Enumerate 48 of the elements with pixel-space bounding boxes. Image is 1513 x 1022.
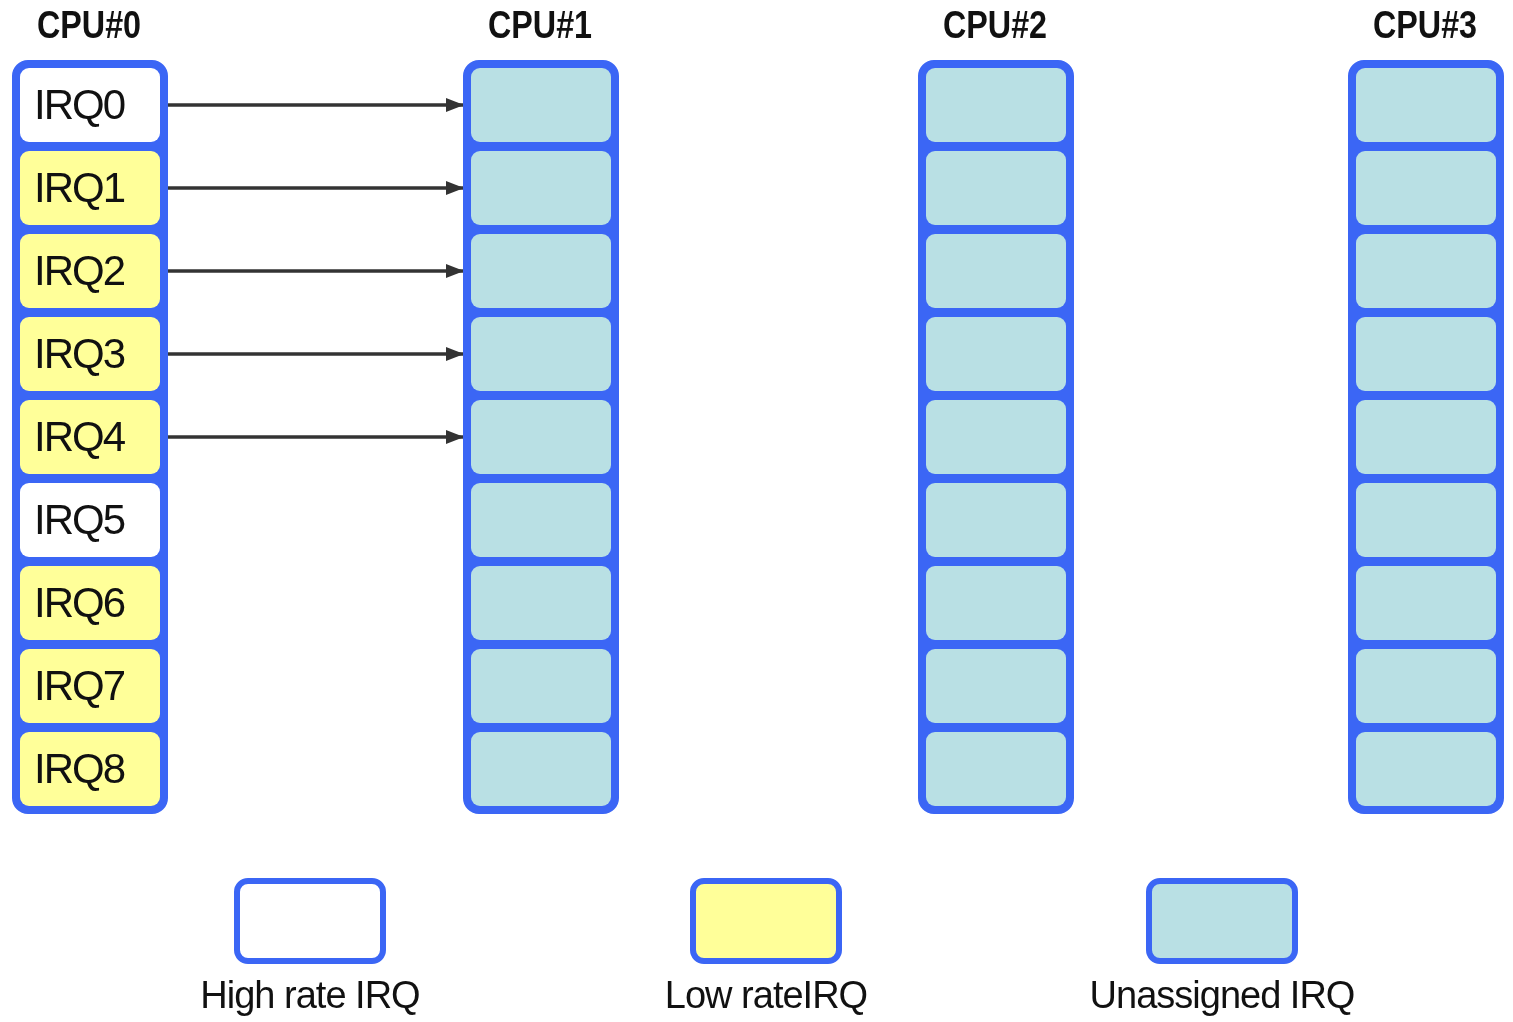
irq-slot: IRQ1 — [20, 151, 160, 225]
arrow — [168, 264, 464, 278]
irq-slot: IRQ6 — [20, 566, 160, 640]
irq-slot: IRQ8 — [20, 732, 160, 806]
empty-slot — [926, 151, 1066, 225]
empty-slot — [471, 151, 611, 225]
arrow — [168, 347, 464, 361]
empty-slot — [926, 317, 1066, 391]
empty-slot — [471, 400, 611, 474]
arrow — [168, 430, 464, 444]
irq-slot: IRQ5 — [20, 483, 160, 557]
empty-slot — [1356, 151, 1496, 225]
empty-slot — [1356, 483, 1496, 557]
column-heading: CPU#3 — [1371, 4, 1479, 47]
empty-slot — [926, 483, 1066, 557]
empty-slot — [471, 317, 611, 391]
empty-slot — [1356, 68, 1496, 142]
empty-slot — [926, 649, 1066, 723]
arrow — [168, 181, 464, 195]
irq-slot: IRQ3 — [20, 317, 160, 391]
legend-label: High rate IRQ — [200, 974, 420, 1017]
irq-slot: IRQ0 — [20, 68, 160, 142]
empty-slot — [471, 566, 611, 640]
empty-slot — [926, 732, 1066, 806]
irq-slot: IRQ4 — [20, 400, 160, 474]
irq-slot: IRQ7 — [20, 649, 160, 723]
empty-slot — [1356, 732, 1496, 806]
empty-slot — [1356, 649, 1496, 723]
arrow — [168, 98, 464, 112]
legend-label: Unassigned IRQ — [1089, 974, 1355, 1017]
empty-slot — [1356, 400, 1496, 474]
empty-slot — [926, 234, 1066, 308]
empty-slot — [471, 68, 611, 142]
empty-slot — [471, 483, 611, 557]
empty-slot — [471, 234, 611, 308]
column-heading: CPU#1 — [486, 4, 594, 47]
legend-label: Low rateIRQ — [664, 974, 868, 1017]
empty-slot — [1356, 234, 1496, 308]
column-heading: CPU#2 — [941, 4, 1049, 47]
empty-slot — [926, 566, 1066, 640]
empty-slot — [1356, 317, 1496, 391]
empty-slot — [926, 400, 1066, 474]
empty-slot — [471, 649, 611, 723]
empty-slot — [1356, 566, 1496, 640]
irq-slot: IRQ2 — [20, 234, 160, 308]
empty-slot — [926, 68, 1066, 142]
empty-slot — [471, 732, 611, 806]
column-heading: CPU#0 — [35, 4, 143, 47]
